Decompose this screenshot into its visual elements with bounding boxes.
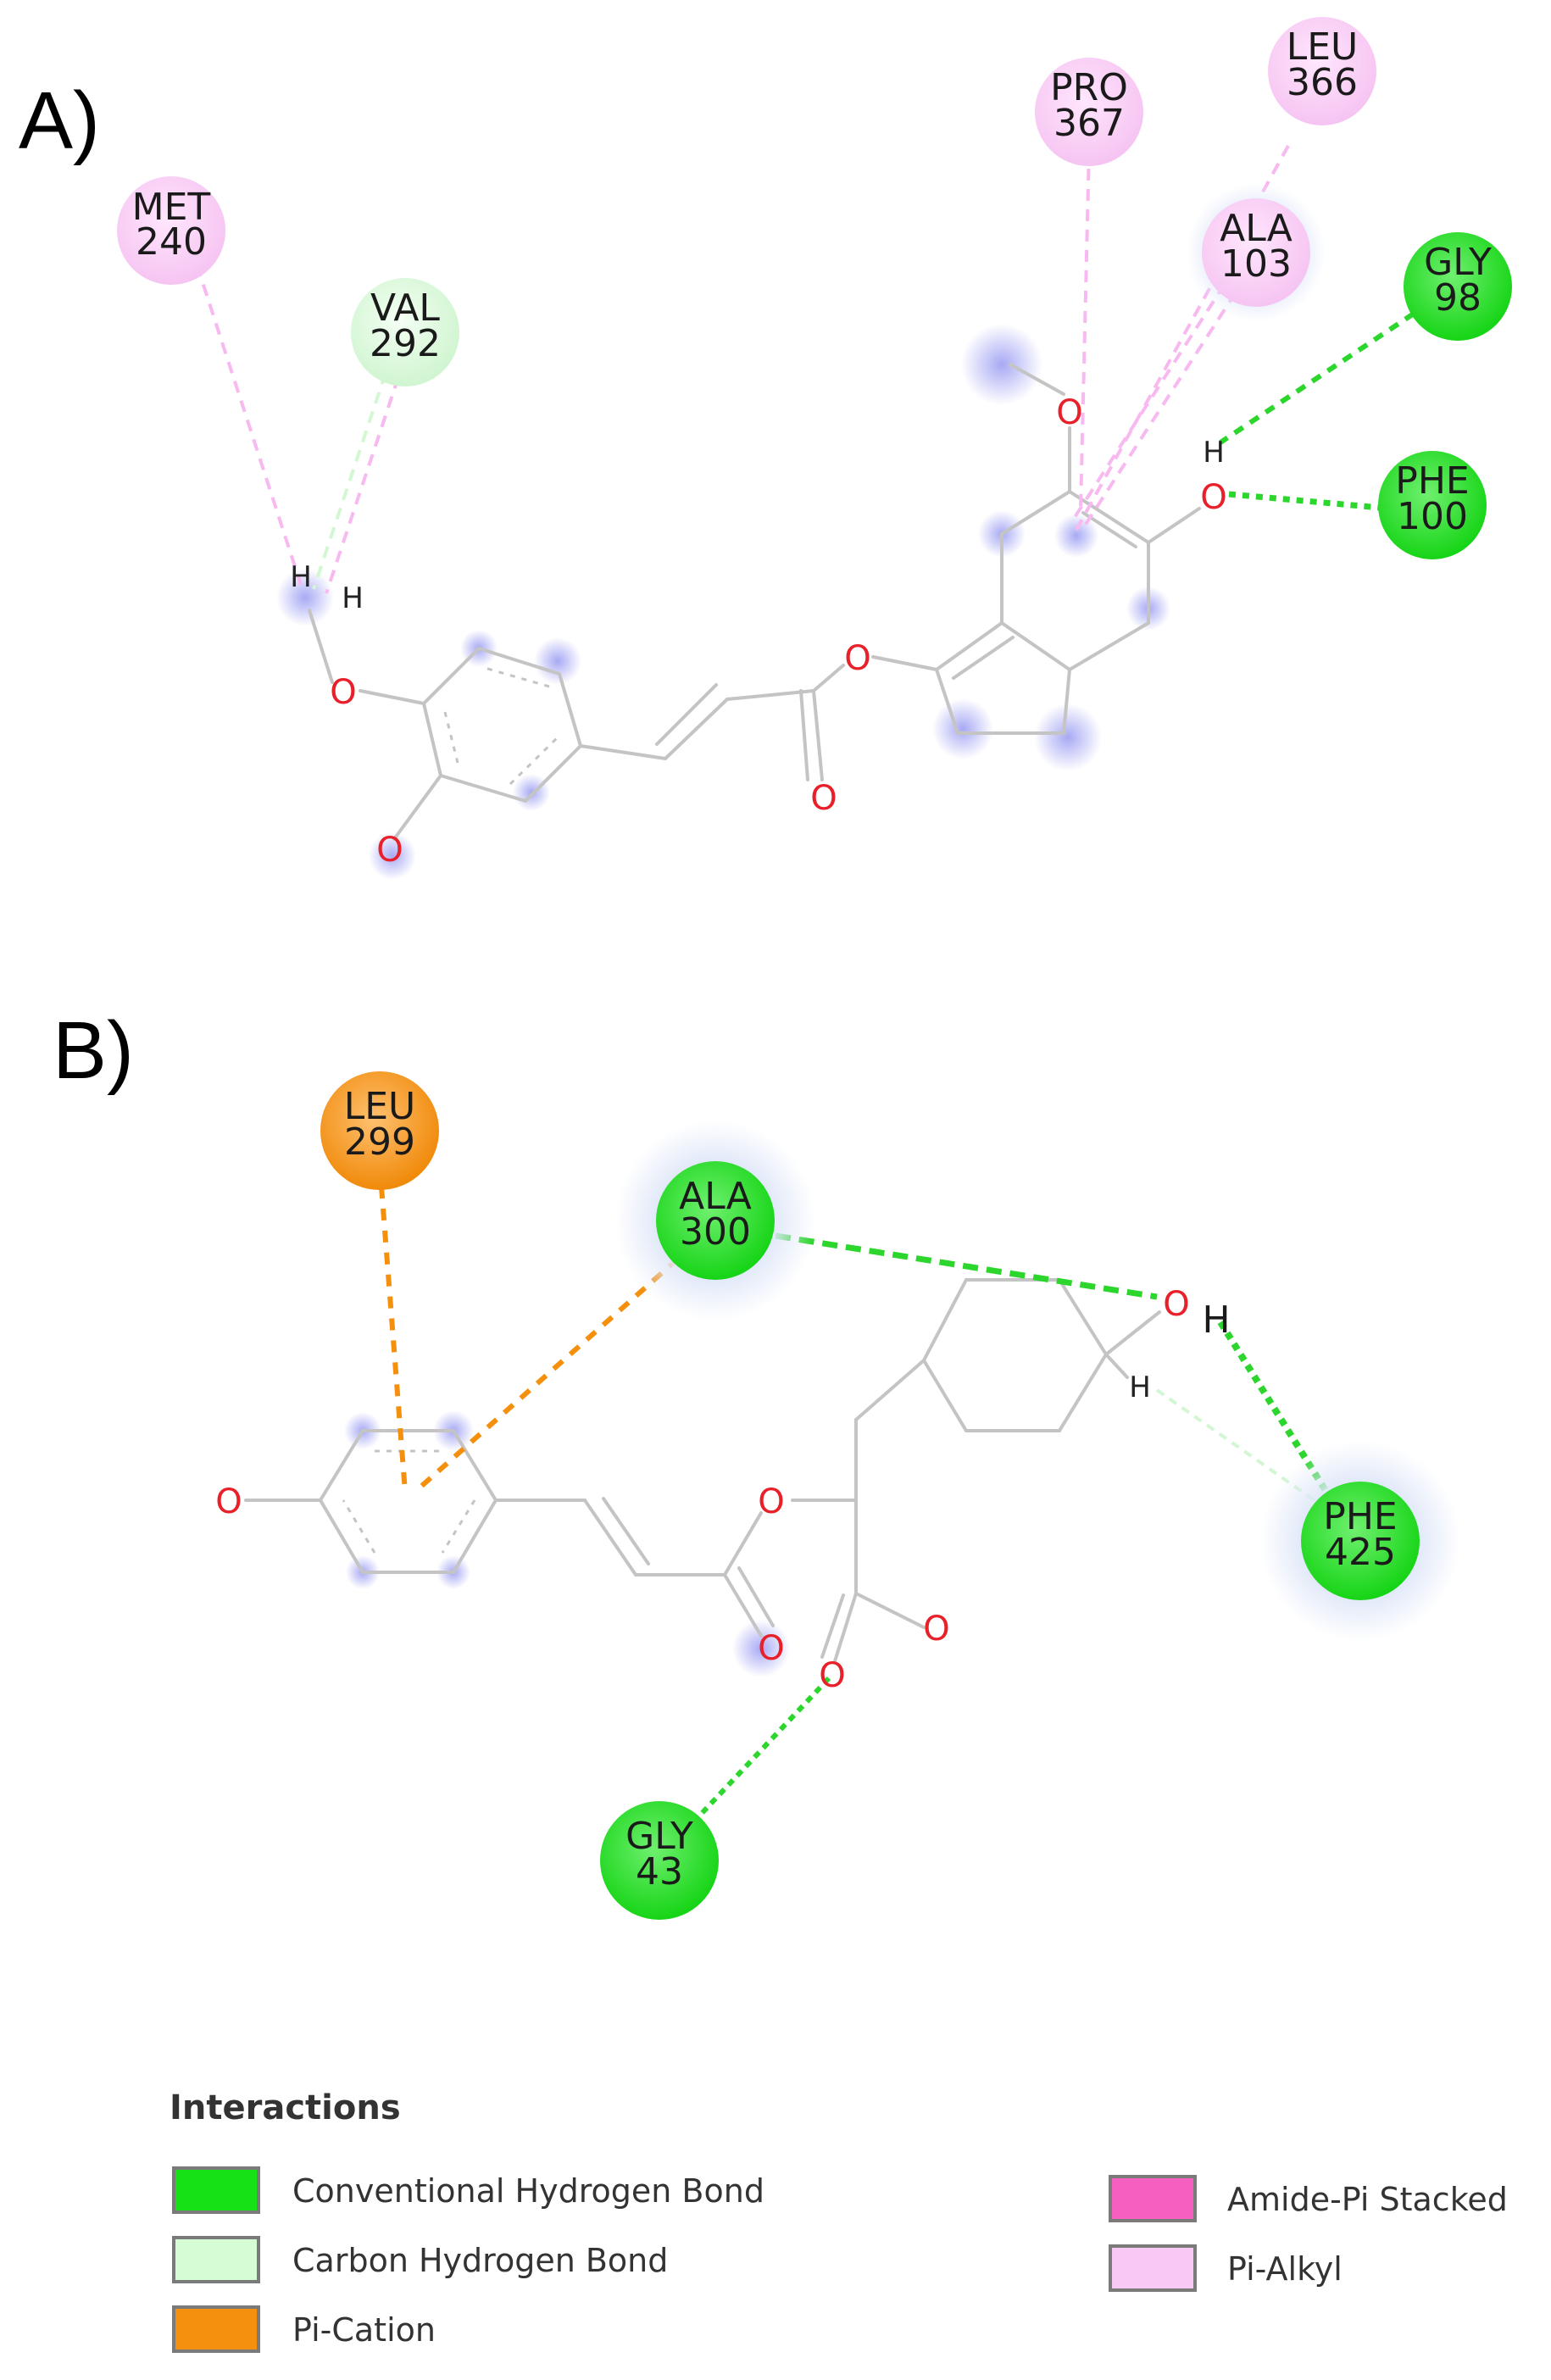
residue-phe-100: PHE 100 xyxy=(1378,451,1487,559)
legend-label-conventional-hbond: Conventional Hydrogen Bond xyxy=(292,2172,764,2210)
svg-text:ALA: ALA xyxy=(1220,207,1292,250)
atom-h: H xyxy=(290,560,312,594)
panel-b-atoms: O O O O O O H H xyxy=(215,1285,1230,1695)
atom-o: O xyxy=(819,1656,845,1695)
atom-h: H xyxy=(342,581,364,615)
residue-met-240: MET 240 xyxy=(117,176,225,285)
panel-a-molecule xyxy=(276,324,1201,880)
atom-o: O xyxy=(758,1482,784,1521)
svg-text:GLY: GLY xyxy=(625,1815,693,1858)
legend-swatch-carbon-hbond xyxy=(172,2236,260,2283)
svg-text:240: 240 xyxy=(136,220,207,264)
residue-leu-299: LEU 299 xyxy=(320,1071,439,1190)
svg-text:292: 292 xyxy=(370,322,441,365)
legend-swatch-pi-cation xyxy=(172,2305,260,2353)
svg-text:366: 366 xyxy=(1287,61,1358,104)
svg-text:MET: MET xyxy=(132,186,211,229)
svg-text:ALA: ALA xyxy=(679,1175,752,1218)
atom-o: O xyxy=(330,673,356,712)
svg-text:98: 98 xyxy=(1434,276,1482,320)
panel-a-interactions xyxy=(189,145,1415,594)
svg-text:PRO: PRO xyxy=(1050,66,1128,109)
legend-swatch-pi-alkyl xyxy=(1109,2244,1197,2292)
atom-o: O xyxy=(758,1629,784,1668)
atom-o: O xyxy=(844,639,870,678)
svg-text:VAL: VAL xyxy=(370,286,440,330)
legend-label-pi-cation: Pi-Cation xyxy=(292,2311,436,2349)
legend-label-pi-alkyl: Pi-Alkyl xyxy=(1227,2250,1343,2288)
residue-val-292: VAL 292 xyxy=(351,278,459,386)
svg-text:300: 300 xyxy=(680,1210,751,1254)
panel-a-atoms: O O H O O O O H H xyxy=(290,393,1227,870)
atom-o: O xyxy=(810,779,837,818)
atom-o: O xyxy=(1163,1285,1189,1324)
residue-gly-43: GLY 43 xyxy=(600,1801,719,1920)
panel-label-b: B) xyxy=(53,1005,134,1096)
svg-text:100: 100 xyxy=(1397,495,1468,538)
panel-b-molecule xyxy=(244,1278,1161,1677)
atom-o: O xyxy=(1200,478,1226,517)
svg-text:299: 299 xyxy=(344,1120,415,1164)
svg-text:425: 425 xyxy=(1325,1531,1396,1574)
svg-text:PHE: PHE xyxy=(1323,1495,1397,1538)
legend: Interactions Conventional Hydrogen Bond … xyxy=(170,2088,1508,2353)
residue-phe-425: PHE 425 xyxy=(1260,1441,1460,1641)
atom-o: O xyxy=(215,1482,242,1521)
residue-ala-300: ALA 300 xyxy=(615,1120,815,1321)
atom-o: O xyxy=(376,831,403,870)
svg-text:367: 367 xyxy=(1053,102,1125,145)
legend-label-amide-pi-stacked: Amide-Pi Stacked xyxy=(1227,2181,1508,2218)
residue-gly-98: GLY 98 xyxy=(1404,232,1512,341)
atom-h: H xyxy=(1129,1371,1151,1404)
panel-label-a: A) xyxy=(19,75,100,166)
atom-o: O xyxy=(1056,393,1082,432)
svg-text:LEU: LEU xyxy=(344,1085,416,1128)
svg-text:LEU: LEU xyxy=(1287,25,1359,69)
legend-swatch-conventional-hbond xyxy=(172,2166,260,2214)
svg-text:103: 103 xyxy=(1220,242,1292,286)
atom-h: H xyxy=(1203,436,1225,470)
residue-pro-367: PRO 367 xyxy=(1035,58,1143,166)
legend-swatch-amide-pi-stacked xyxy=(1109,2175,1197,2222)
legend-label-carbon-hbond: Carbon Hydrogen Bond xyxy=(292,2242,668,2279)
atom-o: O xyxy=(923,1610,949,1649)
atom-h: H xyxy=(1202,1298,1230,1342)
svg-text:GLY: GLY xyxy=(1424,241,1492,284)
svg-text:PHE: PHE xyxy=(1395,459,1469,503)
legend-title: Interactions xyxy=(170,2088,401,2127)
svg-text:43: 43 xyxy=(636,1850,683,1893)
residue-leu-366: LEU 366 xyxy=(1268,17,1376,125)
residue-ala-103: ALA 103 xyxy=(1187,183,1326,322)
